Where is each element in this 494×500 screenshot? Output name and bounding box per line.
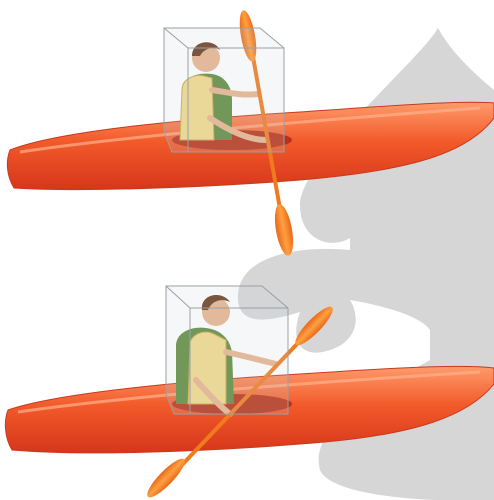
- bounding-box: [164, 28, 284, 152]
- paddle-blade-bottom: [272, 203, 297, 257]
- bounding-box: [166, 286, 288, 414]
- paddle-blade-bottom: [143, 454, 189, 500]
